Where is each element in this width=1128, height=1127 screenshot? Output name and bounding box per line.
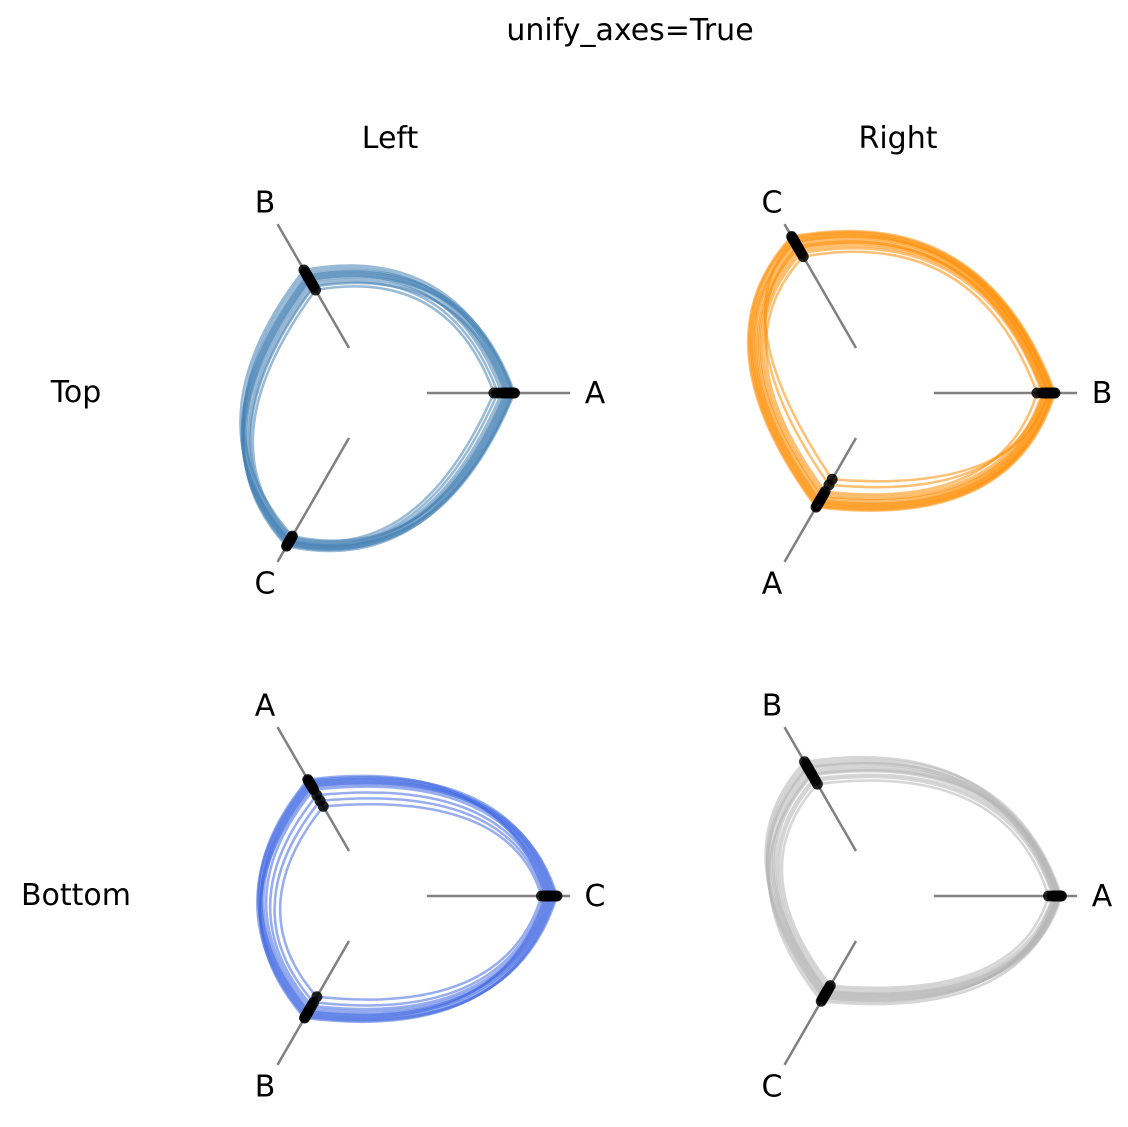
radar-series-line xyxy=(268,791,549,1011)
radar-point xyxy=(551,890,563,902)
radar-point xyxy=(302,774,314,786)
radar-series-line xyxy=(763,233,1050,483)
radar-point xyxy=(810,501,822,513)
radar-axis-label: A xyxy=(1092,879,1113,914)
radar-point xyxy=(539,890,551,902)
radar-series-line xyxy=(241,271,516,551)
radar-spoke-B xyxy=(783,726,858,852)
radar-panel-top-right: B C A xyxy=(746,185,1113,602)
figure-suptitle: unify_axes=True xyxy=(506,13,753,48)
column-title-left: Left xyxy=(362,121,419,156)
radar-panel-bottom-left: C A B xyxy=(255,688,606,1104)
radar-point xyxy=(1043,387,1055,399)
radar-axis-label: B xyxy=(762,688,783,723)
radar-axis-label: A xyxy=(585,376,606,411)
row-title-top: Top xyxy=(50,375,102,410)
radar-series-line xyxy=(242,275,515,553)
radar-series-line xyxy=(278,803,543,1001)
radar-point xyxy=(282,538,294,550)
radar-point xyxy=(302,271,314,283)
column-title-right: Right xyxy=(859,121,938,156)
radar-series-line xyxy=(765,760,1058,1002)
radar-axis-label: C xyxy=(585,879,606,914)
radar-point xyxy=(801,760,813,772)
radar-series-line xyxy=(273,797,546,1007)
row-title-bottom: Bottom xyxy=(21,878,131,913)
radar-panel-top-left: A B C xyxy=(239,185,606,602)
radar-point xyxy=(817,992,829,1004)
radar-series-line xyxy=(257,774,547,1019)
radar-axis-label: C xyxy=(255,567,276,602)
radar-point xyxy=(509,387,521,399)
radar-axis-label: B xyxy=(255,1070,276,1105)
radar-series-line xyxy=(761,246,1044,498)
radar-axis-label: B xyxy=(1092,376,1113,411)
radar-axis-label: A xyxy=(255,688,276,723)
radar-series-line xyxy=(778,775,1054,992)
radar-panel-bottom-right: A B C xyxy=(762,688,1113,1104)
radar-series-line xyxy=(746,229,1057,512)
radar-axis-label: C xyxy=(762,185,783,220)
radar-axis-label: A xyxy=(762,567,783,602)
radar-point xyxy=(788,234,800,246)
radar-axis-label: B xyxy=(255,185,276,220)
radar-series-line xyxy=(251,285,496,543)
radar-series-line xyxy=(780,779,1050,989)
radar-point xyxy=(826,473,838,485)
radar-point xyxy=(301,1007,313,1019)
radar-series-line xyxy=(763,240,1045,489)
radar-point xyxy=(1050,890,1062,902)
radar-series-line xyxy=(239,264,515,547)
radar-series-line xyxy=(265,785,551,1013)
radar-axis-label: C xyxy=(762,1070,783,1105)
radar-series-line xyxy=(767,768,1062,1006)
radar-series-line xyxy=(258,780,559,1021)
radar-series-line xyxy=(241,273,513,551)
